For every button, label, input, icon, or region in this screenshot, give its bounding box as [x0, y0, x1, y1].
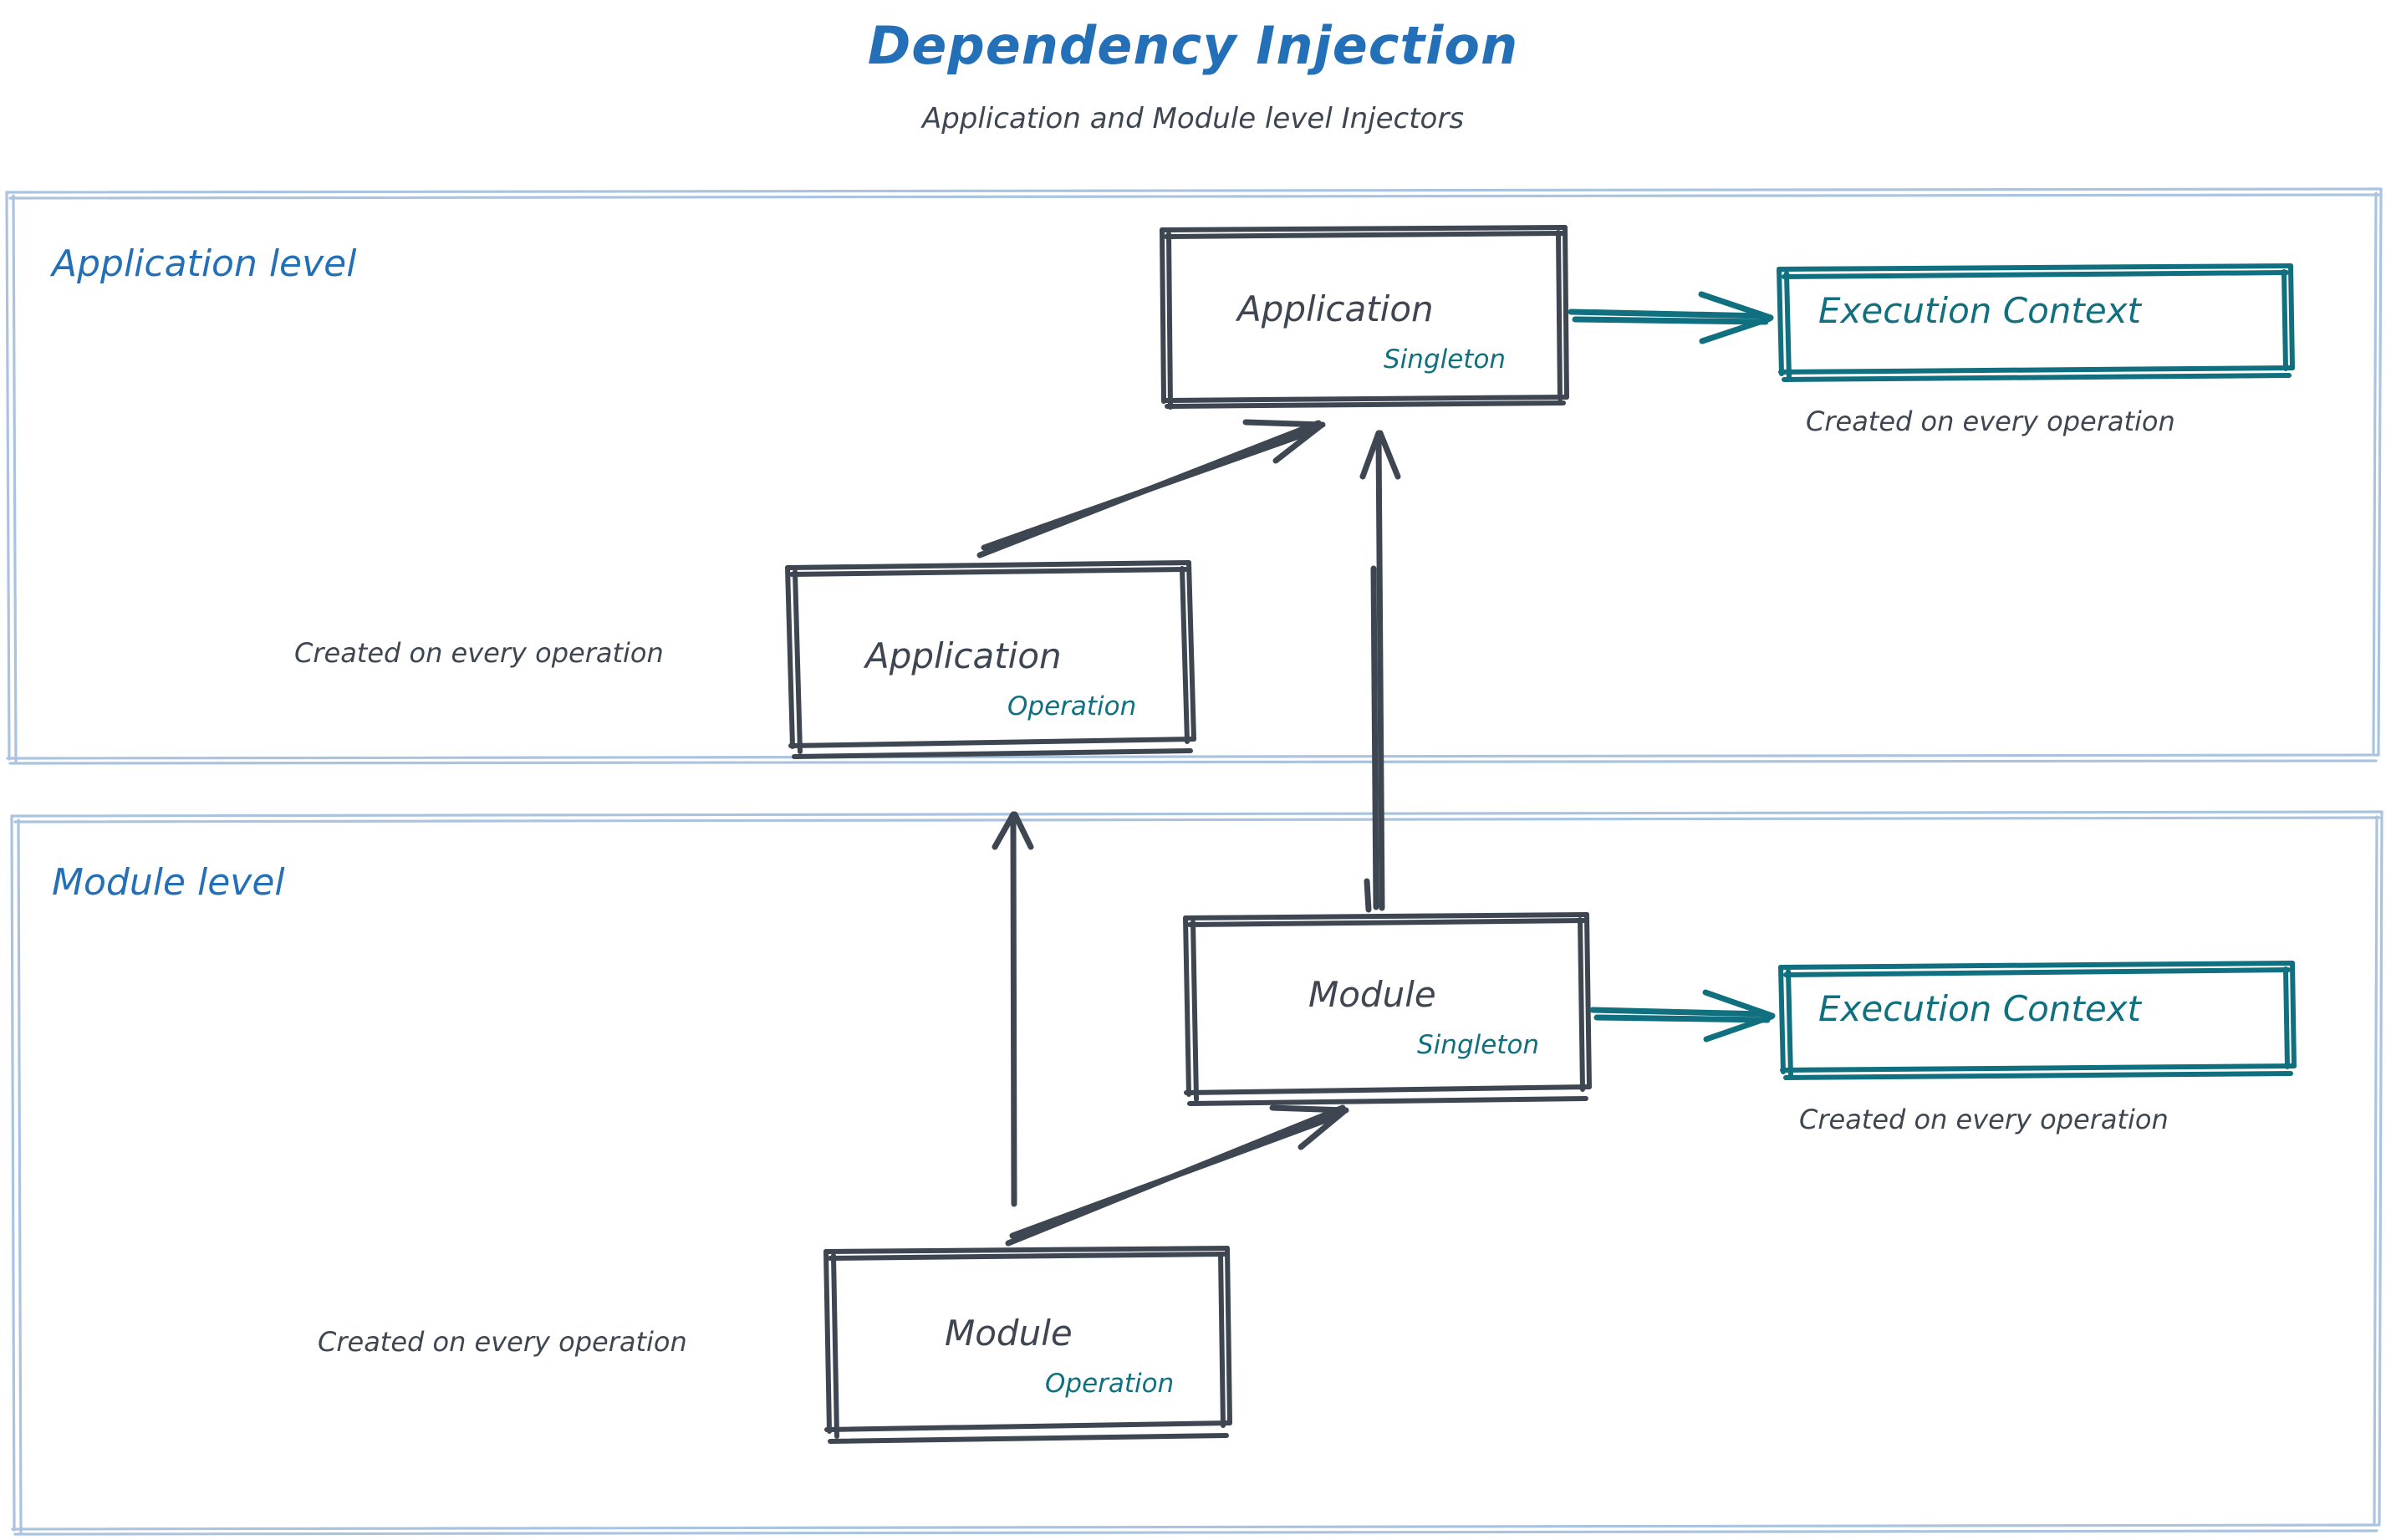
node-scope-module-operation: Operation — [1045, 1369, 1175, 1399]
node-scope-application-operation: Operation — [1007, 691, 1137, 722]
edge-module-operation-to-module-singleton — [1005, 1104, 1349, 1247]
edge-app-operation-to-app-singleton — [976, 419, 1326, 558]
caption-module-operation: Created on every operation — [318, 1326, 687, 1358]
node-scope-module-singleton: Singleton — [1417, 1030, 1540, 1060]
node-label-application-singleton: Application — [1237, 288, 1434, 329]
panel-application-level-frame — [5, 187, 2383, 765]
caption-application-execution-context: Created on every operation — [1806, 405, 2175, 437]
node-label-module-singleton: Module — [1308, 974, 1436, 1015]
edge-module-singleton-to-execution-context — [1589, 989, 1776, 1043]
edge-app-singleton-to-execution-context — [1568, 291, 1774, 344]
panel-module-level-frame — [10, 810, 2383, 1536]
caption-application-operation: Created on every operation — [294, 637, 664, 669]
panel-title-module-level: Module level — [52, 861, 285, 904]
page-title: Dependency Injection — [867, 15, 1519, 76]
edge-module-operation-to-app-operation — [992, 811, 1034, 1207]
panel-title-application-level: Application level — [52, 242, 357, 285]
node-label-module-operation: Module — [945, 1313, 1073, 1354]
edge-module-singleton-to-app-singleton — [1359, 430, 1401, 913]
node-label-application-operation: Application — [865, 635, 1062, 676]
page-subtitle: Application and Module level Injectors — [921, 102, 1465, 135]
node-label-execution-context-application: Execution Context — [1818, 290, 2142, 331]
caption-module-execution-context: Created on every operation — [1799, 1104, 2169, 1135]
node-scope-application-singleton: Singleton — [1384, 344, 1507, 375]
node-label-execution-context-module: Execution Context — [1818, 988, 2142, 1029]
